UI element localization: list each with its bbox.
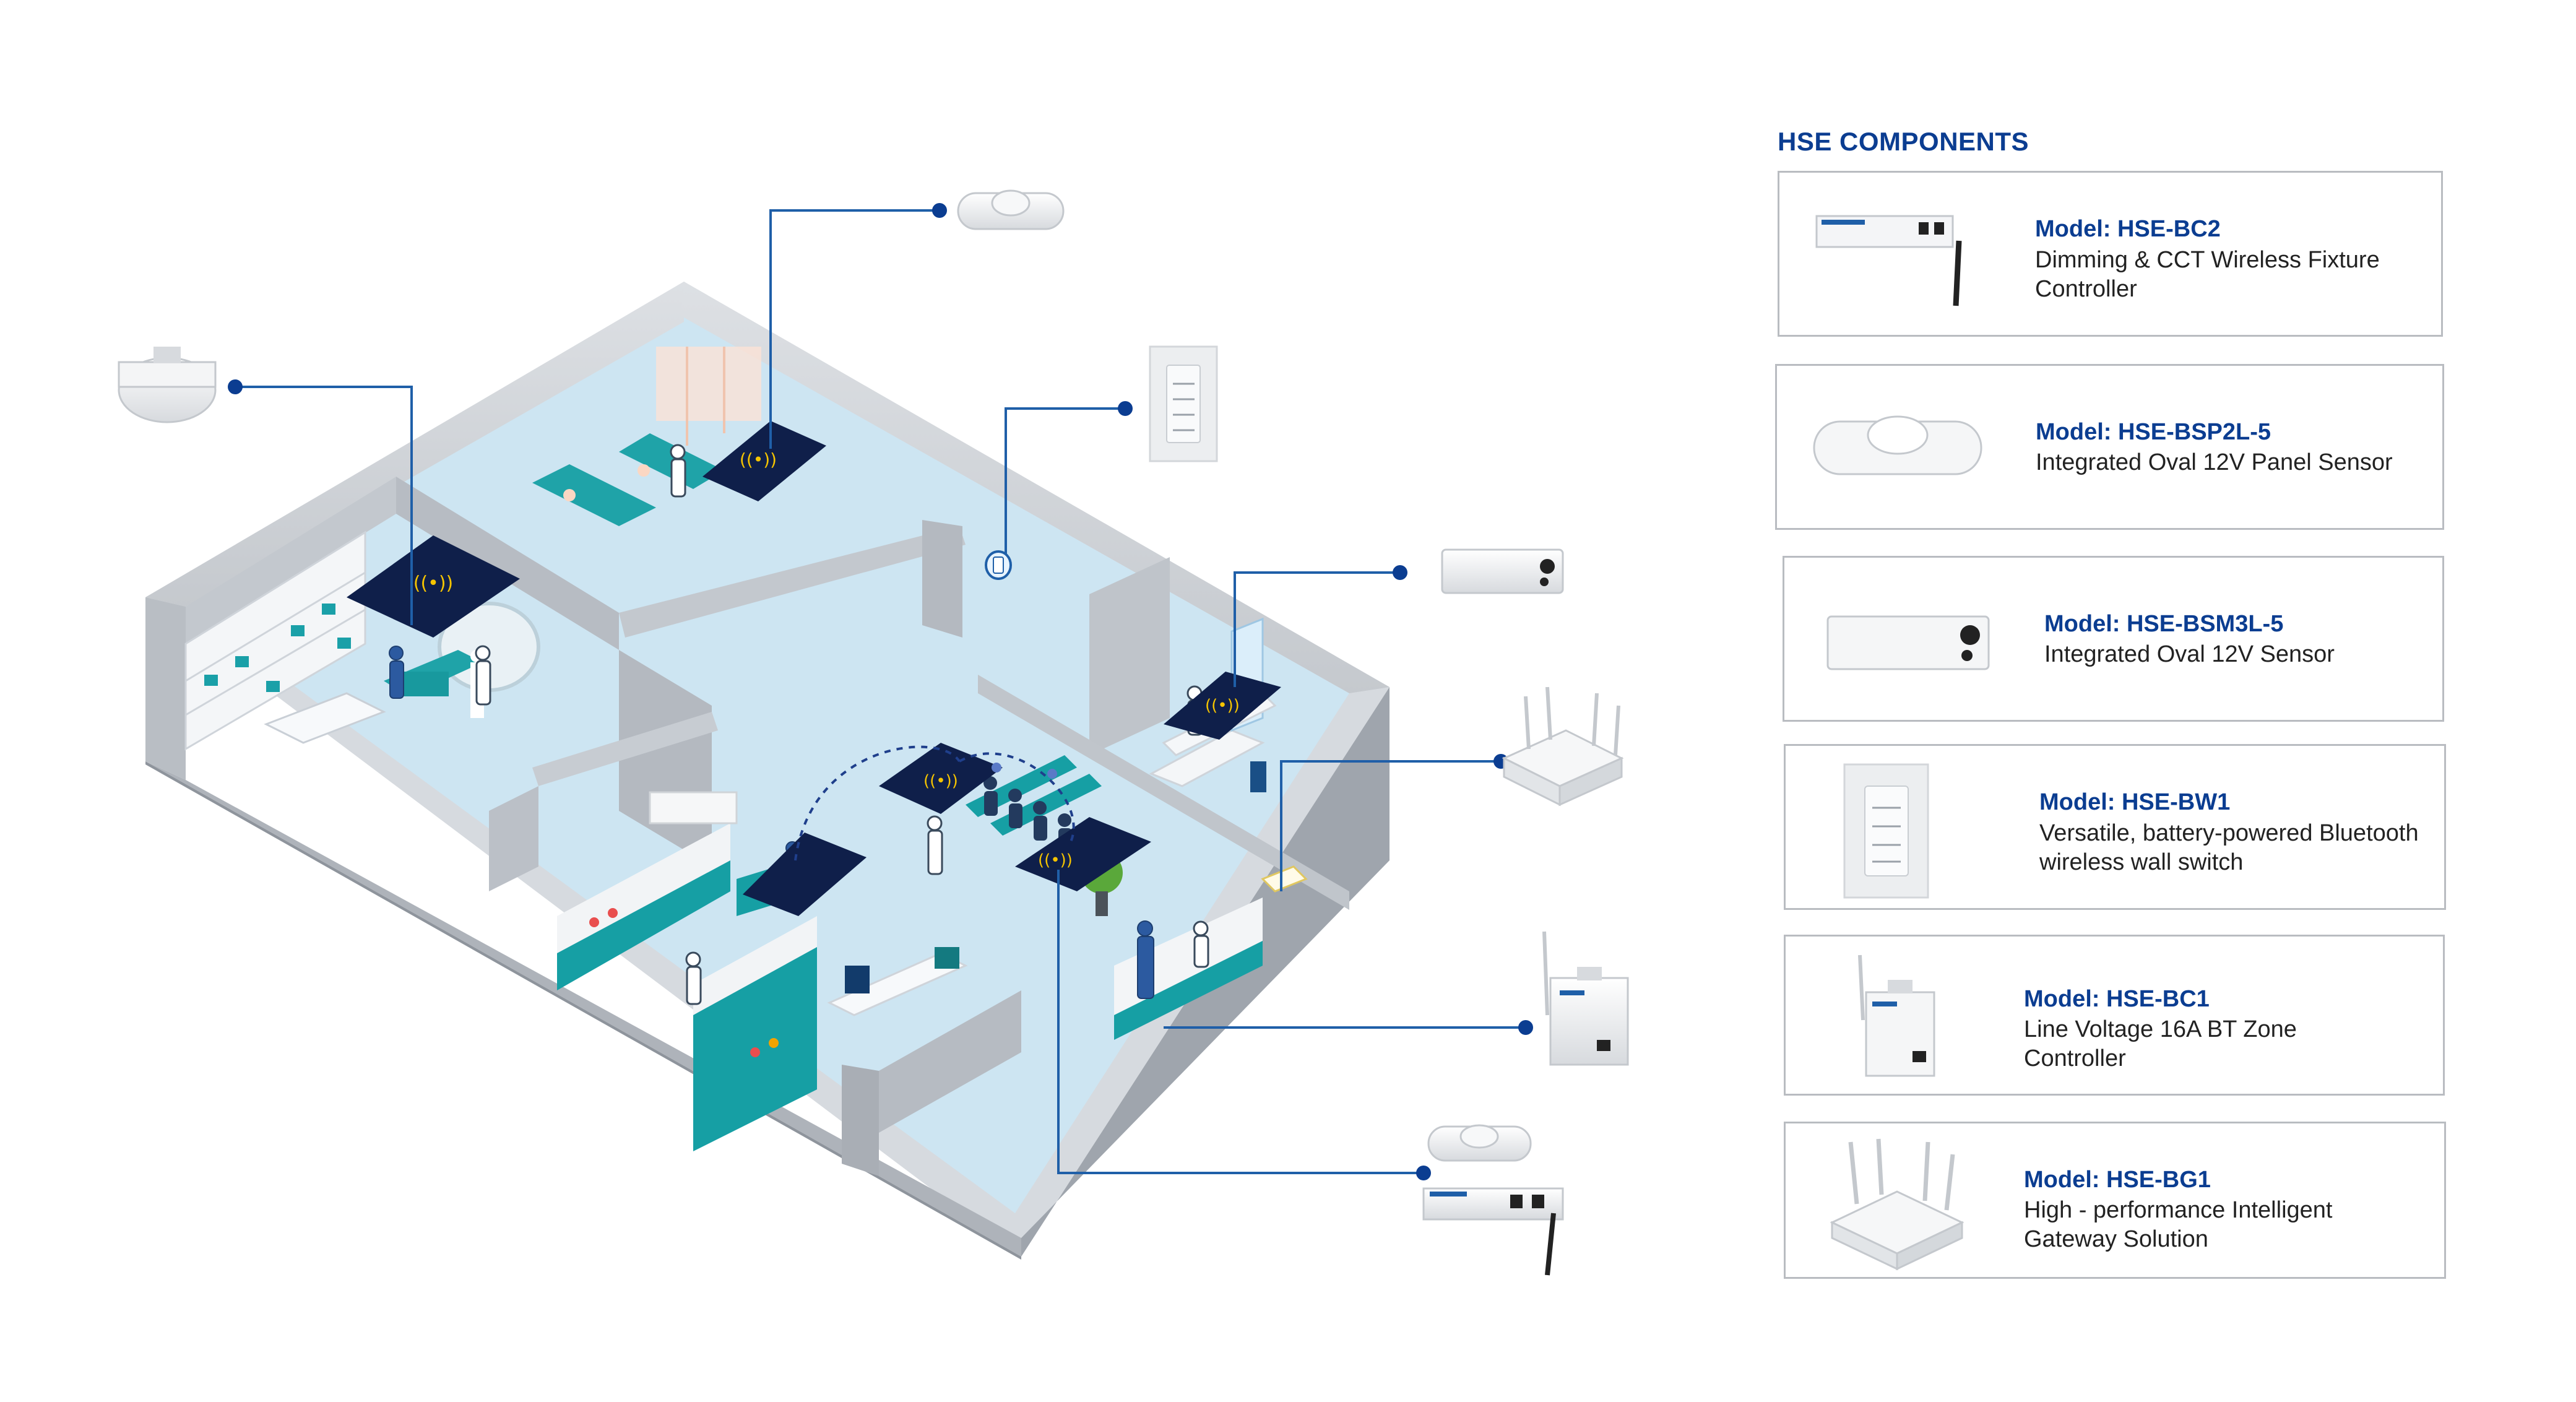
component-model: Model: HSE-BC1 (2024, 986, 2210, 1012)
oval-sensor-callout (1441, 548, 1564, 594)
round-sensor-callout (118, 347, 217, 423)
component-model: Model: HSE-BW1 (2039, 789, 2231, 815)
component-model: Model: HSE-BSP2L-5 (2036, 419, 2271, 445)
wall-switch-icon (1843, 763, 1929, 899)
left-room-shelves (184, 530, 386, 751)
oval-panel-sensor-callout-top (957, 189, 1065, 230)
lab-counters (557, 791, 817, 1151)
component-description: High - performance Intelligent Gateway S… (2024, 1197, 2333, 1252)
light-panel: ((•)) (1164, 672, 1281, 740)
light-panel (743, 833, 867, 916)
light-panel: ((•)) (347, 535, 520, 638)
oval-sensor-icon (1826, 615, 1990, 670)
component-card-hse-bc1: Model: HSE-BC1 Line Voltage 16A BT Zone … (1784, 935, 2445, 1096)
component-card-hse-bsp2l-5: Model: HSE-BSP2L-5 Integrated Oval 12V P… (1775, 364, 2444, 530)
component-description: Integrated Oval 12V Sensor (2044, 641, 2335, 667)
connector-dots (228, 203, 1533, 1180)
ceiling-light-panels: ((•)) ((•)) ((•)) ((•)) ((•)) (347, 421, 1281, 916)
oval-panel-sensor-icon (1813, 415, 1982, 475)
wall-switch-callout (1149, 345, 1218, 462)
svg-text:((•)): ((•)) (1038, 851, 1073, 870)
zone-controller-callout (1542, 931, 1629, 1066)
component-card-hse-bg1: Model: HSE-BG1 High - performance Intell… (1784, 1122, 2446, 1279)
svg-text:((•)): ((•)) (413, 573, 454, 594)
component-card-hse-bw1: Model: HSE-BW1 Versatile, battery-powere… (1784, 744, 2446, 910)
svg-text:((•)): ((•)) (740, 449, 777, 470)
light-panel: ((•)) (1015, 817, 1151, 891)
light-panel: ((•)) (702, 421, 826, 501)
component-model: Model: HSE-BC2 (2035, 216, 2221, 242)
panel-sensor-and-controller-callout-bottom (1422, 1124, 1564, 1276)
components-heading: HSE COMPONENTS (1778, 127, 2029, 156)
light-panel: ((•)) (879, 743, 1003, 814)
gateway-callout (1502, 686, 1624, 807)
hospital-floor-plan: ((•)) ((•)) ((•)) ((•)) ((•)) (118, 189, 1629, 1276)
component-description: Integrated Oval 12V Panel Sensor (2036, 449, 2393, 475)
component-model: Model: HSE-BG1 (2024, 1167, 2211, 1193)
svg-text:((•)): ((•)) (923, 772, 958, 790)
component-description: Line Voltage 16A BT Zone Controller (2024, 1016, 2297, 1071)
wall-switch-marker (985, 550, 1012, 580)
component-model: Model: HSE-BSM3L-5 (2044, 611, 2284, 637)
fixture-controller-icon (1815, 215, 1962, 306)
zone-controller-icon (1858, 954, 1935, 1077)
svg-text:((•)): ((•)) (1205, 696, 1240, 715)
component-card-hse-bc2: Model: HSE-BC2 Dimming & CCT Wireless Fi… (1778, 171, 2443, 337)
component-description: Dimming & CCT Wireless Fixture Controlle… (2035, 247, 2380, 302)
connector-lines (235, 209, 1526, 1174)
component-card-hse-bsm3l-5: Model: HSE-BSM3L-5 Integrated Oval 12V S… (1783, 556, 2444, 722)
interior-walls (186, 477, 1349, 1176)
gateway-icon (1830, 1138, 1964, 1271)
component-description: Versatile, battery-powered Bluetooth wir… (2039, 820, 2419, 875)
